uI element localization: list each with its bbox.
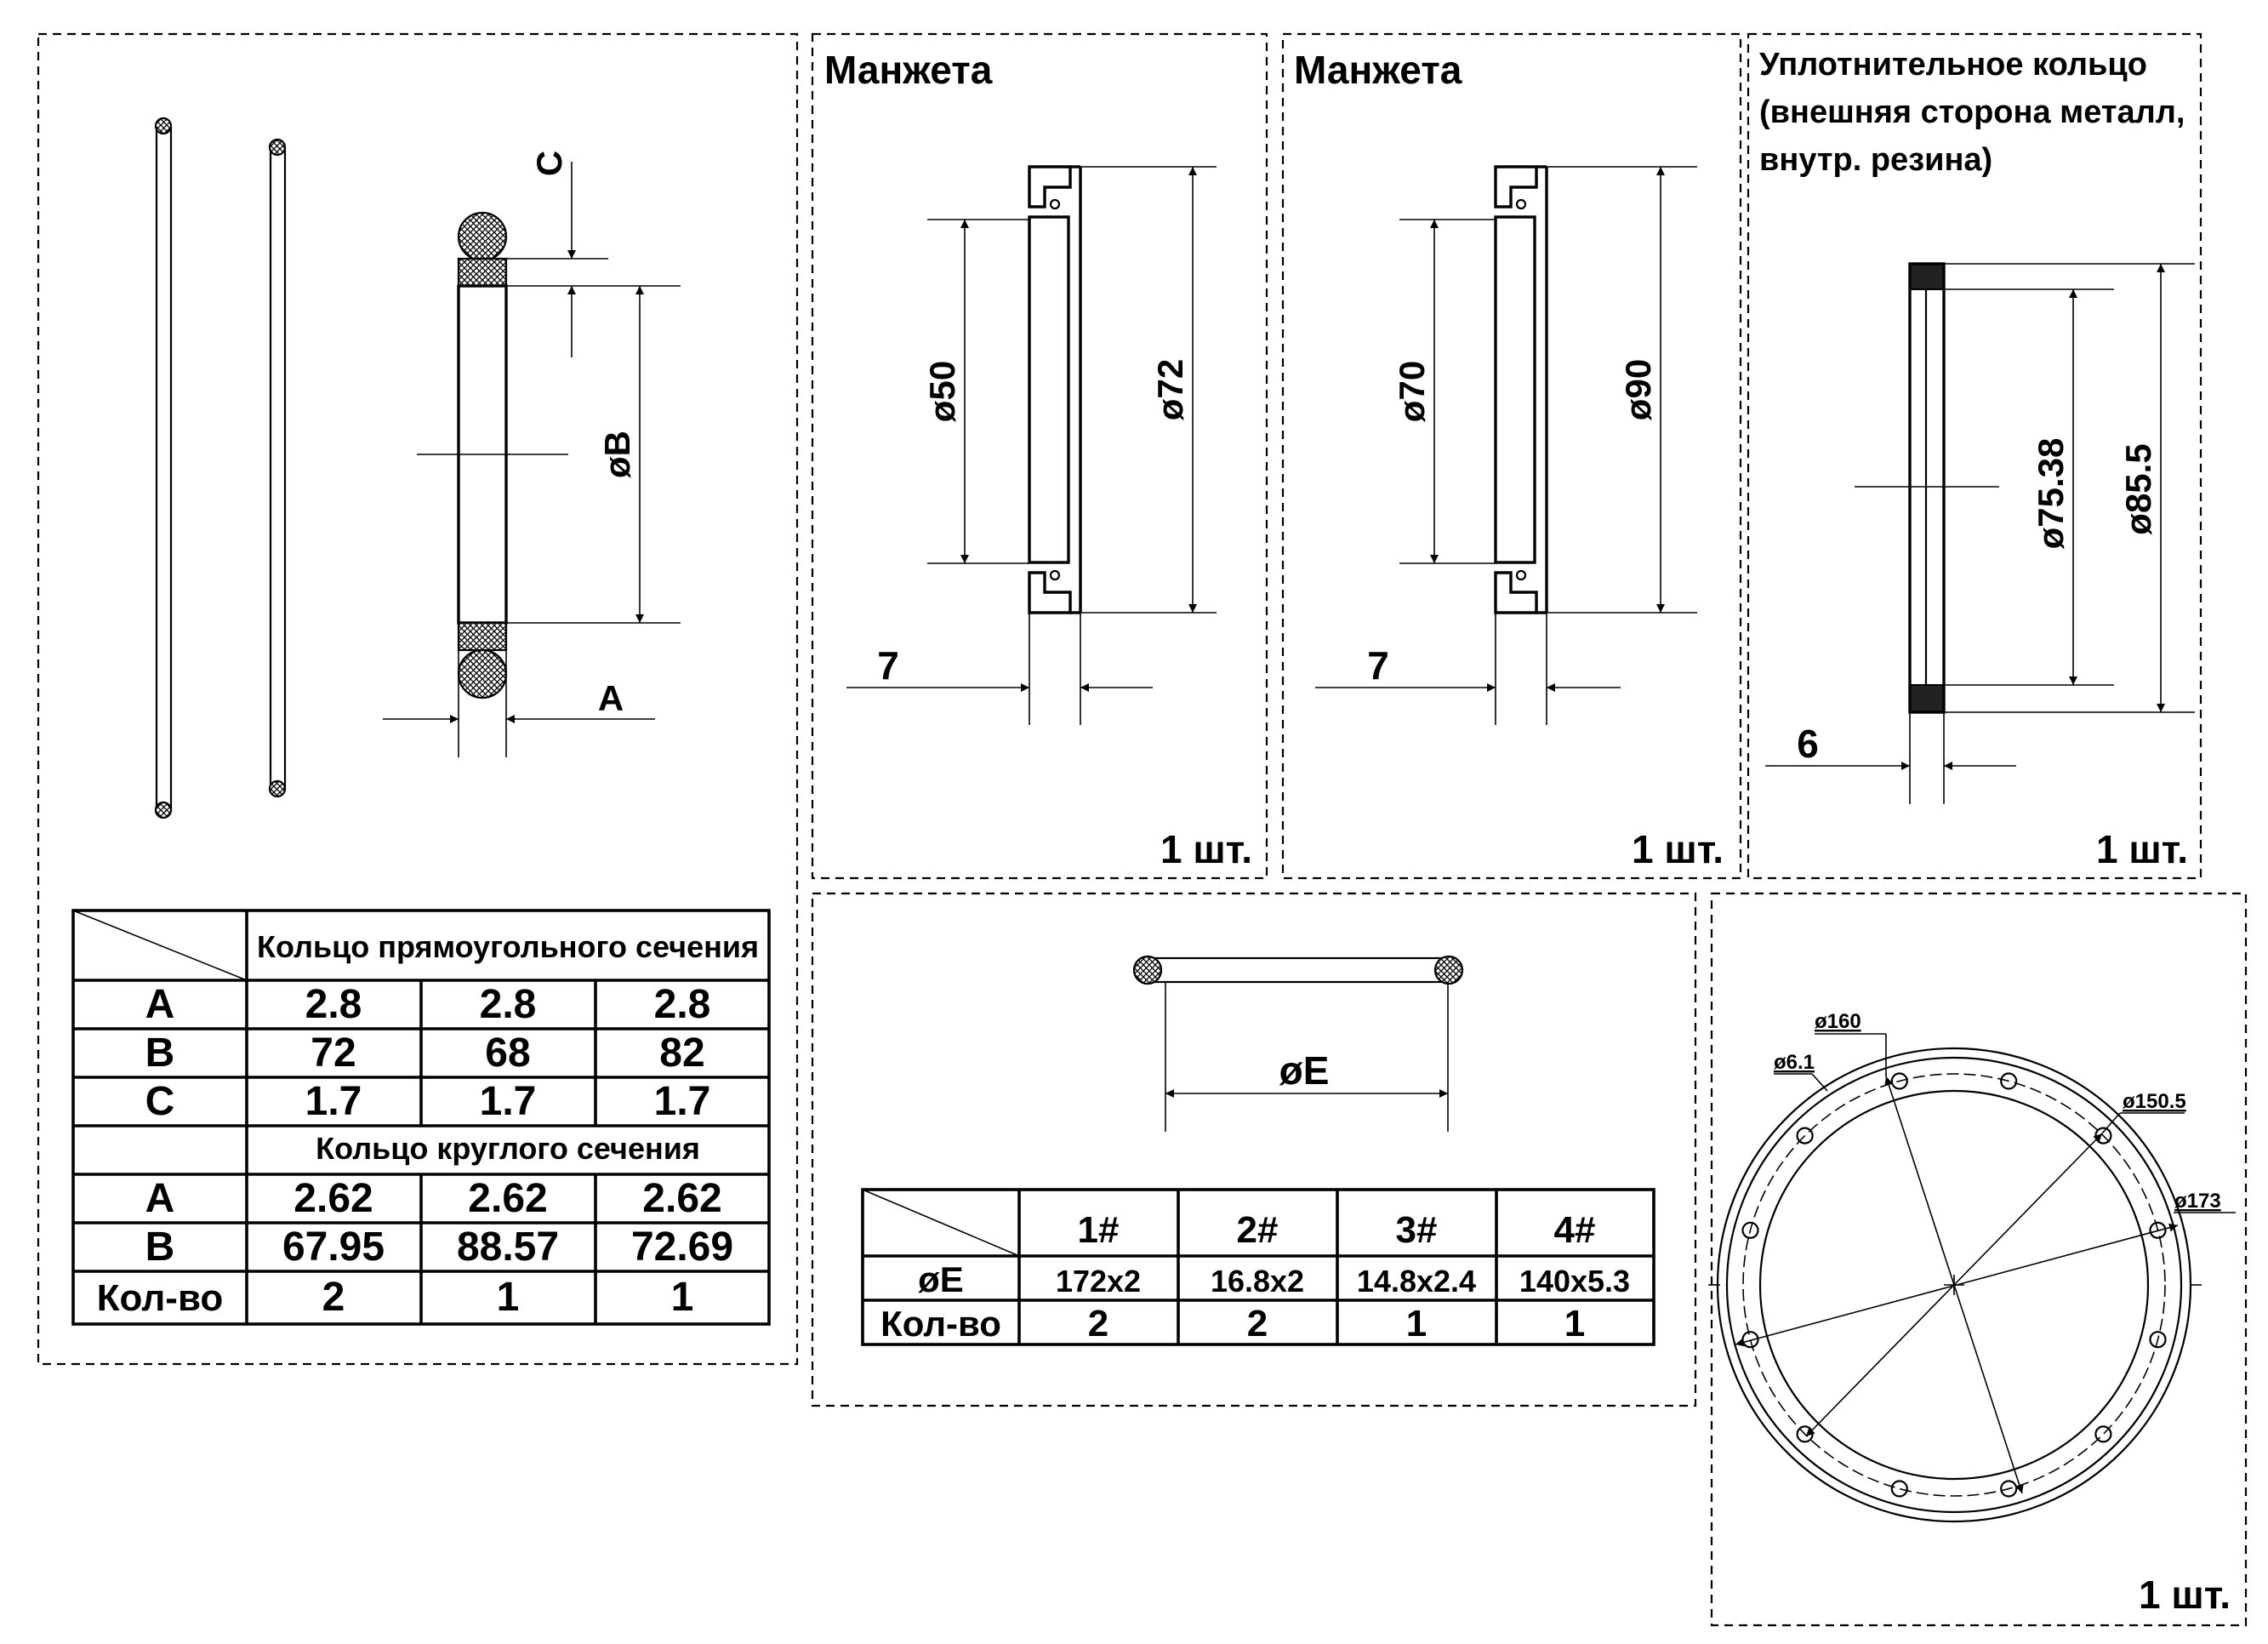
table-cell: 2.62 (642, 1176, 721, 1221)
flange-gasket-border (1710, 892, 2248, 1627)
oring-table: 1# 2# 3# 4# øE 172x2 16.8x2 14.8x2.4 140… (861, 1188, 1655, 1346)
table-cell: 14.8x2.4 (1357, 1264, 1476, 1299)
dim-b-label: øB (597, 431, 637, 478)
oring-panel-border (811, 892, 1697, 1407)
cuff-1-qty: 1 шт. (1160, 827, 1252, 871)
oring-dim-label: øE (1279, 1048, 1330, 1093)
row-label: B (145, 1030, 175, 1076)
table-cell: 2 (1088, 1303, 1108, 1344)
table-cell: 2.62 (468, 1176, 547, 1221)
oring-drawing: øE (1132, 955, 1464, 1132)
table-cell: 1.7 (480, 1079, 537, 1124)
cuff-1-outer-dia: ø72 (1150, 359, 1190, 420)
row-label: Кол-во (880, 1304, 1001, 1344)
ring-section-drawing: C øB A (383, 151, 681, 757)
cuff-1-panel: Манжета ø50 ø72 7 1 шт. (811, 32, 1268, 880)
cuff-2-panel: Манжета ø70 ø90 7 1 шт. (1281, 32, 1742, 880)
table-cell: 2.62 (293, 1176, 373, 1221)
outer-dia: ø173 (2174, 1190, 2221, 1213)
bolt-hole (2094, 1425, 2112, 1443)
seal-ring-qty: 1 шт. (2096, 827, 2188, 871)
table-cell: 68 (485, 1030, 530, 1076)
row-label: A (145, 982, 175, 1027)
dim-c-label: C (529, 151, 569, 176)
flange-gasket-panel: ø160 ø6.1 ø150.5 ø173 1 шт. (1708, 892, 2248, 1627)
hole-dia: ø6.1 (1774, 1051, 1815, 1074)
flange-gasket-drawing (1708, 1033, 2236, 1523)
rings-table: Кольцо прямоугольного сечения Кольцо кру… (71, 909, 771, 1326)
table-cell: 1.7 (654, 1079, 711, 1124)
seal-ring-width: 6 (1797, 722, 1819, 766)
seal-ring-section (1855, 262, 1999, 714)
table-cell: 67.95 (282, 1224, 385, 1270)
cuff-1-inner-dia: ø50 (922, 361, 962, 422)
seal-ring-panel: Уплотнительное кольцо (внешняя сторона м… (1747, 32, 2202, 880)
cuff-2-inner-dia: ø70 (1392, 361, 1432, 422)
cuff-2-outer-dia: ø90 (1618, 359, 1658, 420)
oring-panel: øE 1# 2# 3# 4# øE 172x2 16.8x2 14.8x2.4 … (811, 892, 1697, 1407)
table-cell: 82 (659, 1030, 704, 1076)
cuff-2-qty: 1 шт. (1632, 827, 1724, 871)
table-cell: 1 (1406, 1303, 1427, 1344)
table-cell: 2 (1247, 1303, 1268, 1344)
table-cell: 72 (311, 1030, 356, 1076)
cuff-2-width: 7 (1367, 643, 1389, 688)
table-cell: 2.8 (480, 982, 537, 1027)
cuff-2-border (1281, 32, 1742, 880)
table-cell: 1 (671, 1275, 694, 1320)
bolt-hole (1890, 1480, 1908, 1498)
seal-ring-outer-dia: ø85.5 (2118, 443, 2158, 534)
row-label: A (145, 1176, 175, 1221)
table-cell: 1 (497, 1275, 520, 1320)
cuff-2-title: Манжета (1294, 48, 1462, 92)
oring-col-header: 1# (1078, 1209, 1120, 1251)
table-cell: 2 (322, 1275, 345, 1320)
flange-gasket-qty: 1 шт. (2139, 1573, 2231, 1617)
cuff-1-section (1028, 165, 1082, 614)
inner-dia: ø150.5 (2123, 1090, 2186, 1113)
oring-col-header: 2# (1237, 1209, 1279, 1251)
rings-panel-border (37, 32, 799, 1366)
cuff-2-section (1494, 165, 1548, 614)
cuff-1-title: Манжета (824, 48, 993, 92)
cuff-1-border (811, 32, 1268, 880)
ring-side-view-short (268, 138, 287, 798)
table-cell: 16.8x2 (1211, 1264, 1304, 1299)
table-cell: 1 (1564, 1303, 1585, 1344)
oring-col-header: 4# (1554, 1209, 1596, 1251)
seal-ring-title-line-2: (внешняя сторона металл, (1759, 94, 2185, 130)
row-label: C (145, 1079, 175, 1124)
table-cell: 72.69 (631, 1224, 733, 1270)
rect-section-title: Кольцо прямоугольного сечения (257, 929, 759, 964)
ring-side-view-long (154, 117, 173, 819)
oring-col-header: 3# (1396, 1209, 1438, 1251)
table-cell: 140x5.3 (1519, 1264, 1630, 1299)
bolt-circle-dia: ø160 (1815, 1010, 1861, 1033)
row-label: Кол-во (97, 1277, 224, 1319)
row-label: B (145, 1224, 175, 1270)
round-section-title: Кольцо круглого сечения (316, 1131, 700, 1166)
seal-ring-title-line-3: внутр. резина) (1759, 142, 1992, 178)
row-label: øE (918, 1259, 964, 1299)
rings-panel: C øB A Кольцо прямоугольного сечения Кол… (37, 32, 799, 1366)
seal-ring-title-line-1: Уплотнительное кольцо (1759, 47, 2147, 83)
table-cell: 2.8 (305, 982, 362, 1027)
table-cell: 88.57 (457, 1224, 559, 1270)
dim-a-label: A (598, 678, 624, 718)
table-cell: 1.7 (305, 1079, 362, 1124)
table-cell: 2.8 (654, 982, 711, 1027)
seal-ring-inner-dia: ø75.38 (2031, 438, 2071, 550)
cuff-1-width: 7 (877, 643, 899, 688)
table-cell: 172x2 (1056, 1264, 1141, 1299)
seal-ring-border (1747, 32, 2202, 880)
